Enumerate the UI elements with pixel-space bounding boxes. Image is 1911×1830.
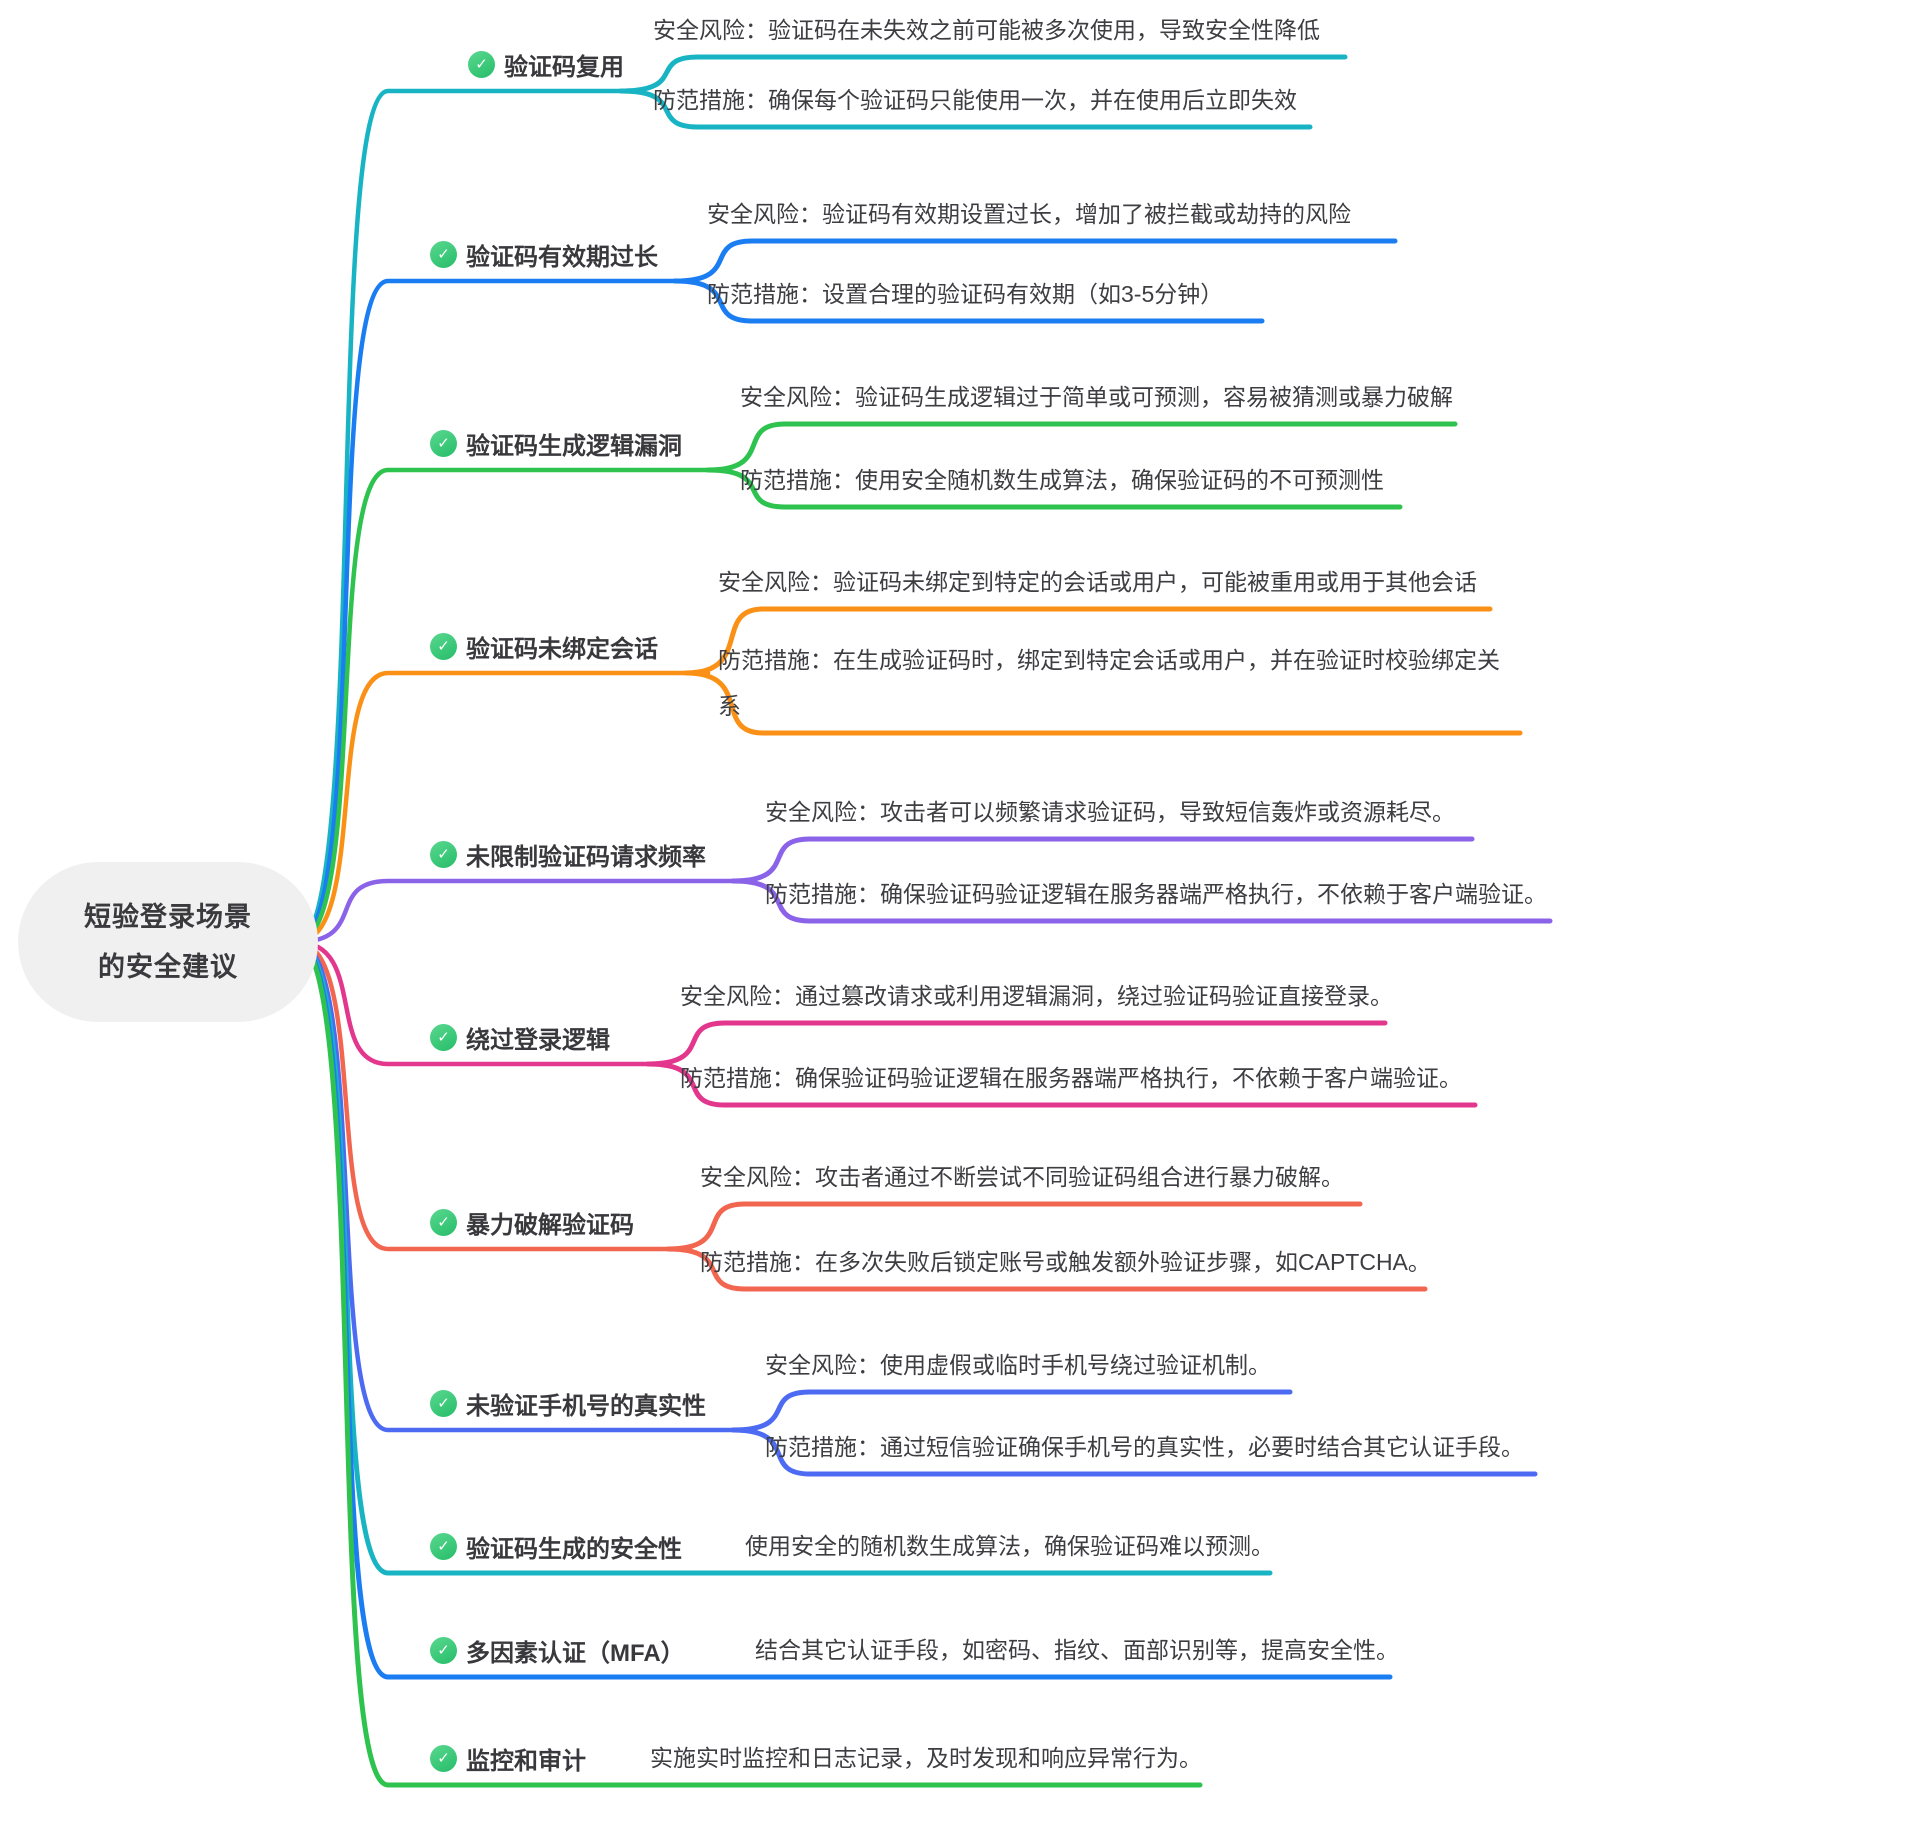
child-topic[interactable]: 使用安全的随机数生成算法，确保验证码难以预测。 (745, 1533, 1274, 1559)
child-topic[interactable]: 安全风险：通过篡改请求或利用逻辑漏洞，绕过验证码验证直接登录。 (680, 983, 1393, 1009)
child-topic[interactable]: 防范措施：确保验证码验证逻辑在服务器端严格执行，不依赖于客户端验证。 (680, 1065, 1462, 1091)
branch-topic[interactable]: ✓ 未限制验证码请求频率 (430, 838, 706, 871)
branch-label: 监控和审计 (466, 1747, 586, 1775)
check-icon: ✓ (430, 429, 457, 457)
child-topic[interactable]: 安全风险：攻击者通过不断尝试不同验证码组合进行暴力破解。 (700, 1164, 1344, 1190)
branch-topic[interactable]: ✓ 未验证手机号的真实性 (430, 1387, 706, 1420)
check-icon: ✓ (430, 1744, 457, 1772)
check-icon: ✓ (430, 240, 457, 268)
check-icon: ✓ (430, 1208, 457, 1236)
branch-topic[interactable]: ✓ 多因素认证（MFA） (430, 1634, 685, 1667)
branch-label: 验证码生成的安全性 (466, 1535, 682, 1563)
check-icon: ✓ (468, 50, 495, 78)
root-topic[interactable]: 短验登录场景 的安全建议 (18, 862, 318, 1022)
child-topic[interactable]: 安全风险：验证码未绑定到特定的会话或用户，可能被重用或用于其他会话 (718, 569, 1477, 595)
root-title-line2: 的安全建议 (98, 952, 238, 982)
check-icon: ✓ (430, 1636, 457, 1664)
check-icon: ✓ (430, 632, 457, 660)
branch-label: 验证码复用 (504, 53, 624, 81)
connector-group-1 (294, 238, 1398, 945)
check-icon: ✓ (430, 1389, 457, 1417)
connector-group-3 (294, 606, 1523, 945)
child-topic[interactable]: 结合其它认证手段，如密码、指纹、面部识别等，提高安全性。 (755, 1637, 1399, 1663)
check-icon: ✓ (430, 840, 457, 868)
child-topic[interactable]: 防范措施：使用安全随机数生成算法，确保验证码的不可预测性 (740, 467, 1384, 493)
branch-topic[interactable]: ✓ 验证码生成的安全性 (430, 1530, 682, 1563)
branch-label: 未限制验证码请求频率 (466, 843, 706, 871)
child-topic[interactable]: 安全风险：验证码在未失效之前可能被多次使用，导致安全性降低 (653, 17, 1320, 43)
branch-topic[interactable]: ✓ 绕过登录逻辑 (430, 1021, 610, 1054)
check-icon: ✓ (430, 1532, 457, 1560)
child-topic[interactable]: 防范措施：设置合理的验证码有效期（如3-5分钟） (707, 281, 1224, 307)
connector-group-4 (294, 836, 1553, 945)
child-topic[interactable]: 防范措施：确保验证码验证逻辑在服务器端严格执行，不依赖于客户端验证。 (765, 881, 1547, 907)
branch-topic[interactable]: ✓ 监控和审计 (430, 1742, 586, 1775)
branch-topic[interactable]: ✓ 验证码有效期过长 (430, 238, 658, 271)
connector-group-10 (294, 939, 1203, 1788)
branch-topic[interactable]: ✓ 验证码未绑定会话 (430, 630, 658, 663)
connector-group-0 (294, 54, 1348, 945)
child-topic[interactable]: 防范措施：在多次失败后锁定账号或触发额外验证步骤，如CAPTCHA。 (700, 1249, 1431, 1275)
branch-label: 多因素认证（MFA） (466, 1639, 685, 1667)
child-topic[interactable]: 防范措施：通过短信验证确保手机号的真实性，必要时结合其它认证手段。 (765, 1434, 1524, 1460)
connector-group-6 (294, 939, 1428, 1292)
branch-label: 验证码有效期过长 (466, 243, 658, 271)
connector-group-5 (294, 939, 1478, 1108)
branch-label: 暴力破解验证码 (466, 1211, 634, 1239)
child-topic[interactable]: 安全风险：攻击者可以频繁请求验证码，导致短信轰炸或资源耗尽。 (765, 799, 1455, 825)
child-topic[interactable]: 防范措施：在生成验证码时，绑定到特定会话或用户，并在验证时校验绑定关系 (718, 647, 1500, 719)
child-topic[interactable]: 实施实时监控和日志记录，及时发现和响应异常行为。 (650, 1745, 1202, 1771)
branch-label: 验证码未绑定会话 (466, 635, 658, 663)
child-topic[interactable]: 安全风险：验证码有效期设置过长，增加了被拦截或劫持的风险 (707, 201, 1351, 227)
branch-label: 未验证手机号的真实性 (466, 1392, 706, 1420)
root-title-line1: 短验登录场景 (84, 902, 252, 932)
branch-label: 绕过登录逻辑 (466, 1026, 610, 1054)
branch-topic[interactable]: ✓ 暴力破解验证码 (430, 1206, 634, 1239)
child-topic[interactable]: 安全风险：验证码生成逻辑过于简单或可预测，容易被猜测或暴力破解 (740, 384, 1453, 410)
check-icon: ✓ (430, 1023, 457, 1051)
branch-topic[interactable]: ✓ 验证码复用 (468, 48, 624, 81)
connector-group-2 (294, 421, 1458, 945)
branch-label: 验证码生成逻辑漏洞 (466, 432, 682, 460)
branch-topic[interactable]: ✓ 验证码生成逻辑漏洞 (430, 427, 682, 460)
child-topic[interactable]: 安全风险：使用虚假或临时手机号绕过验证机制。 (765, 1352, 1271, 1378)
child-topic[interactable]: 防范措施：确保每个验证码只能使用一次，并在使用后立即失效 (653, 87, 1297, 113)
